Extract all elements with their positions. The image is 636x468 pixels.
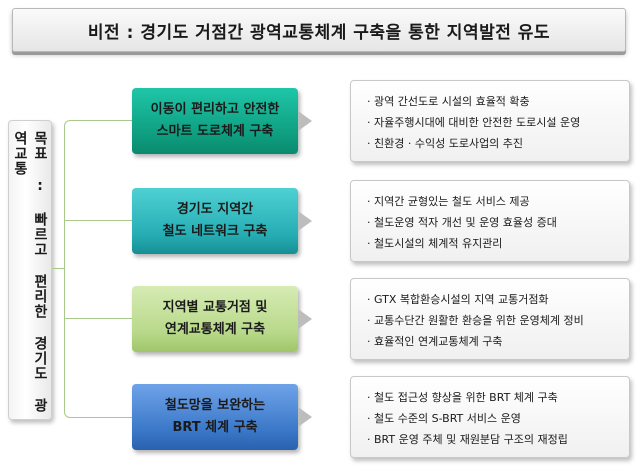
detail-item: 철도운영 적자 개선 및 운영 효율성 증대: [367, 212, 619, 233]
vision-text: 비전 : 경기도 거점간 광역교통체계 구축을 통한 지역발전 유도: [87, 22, 551, 43]
strategy-line1: 지역별 교통거점 및: [162, 300, 268, 315]
strategy-box-rail: 경기도 지역간 철도 네트워크 구축: [132, 188, 298, 254]
detail-box-brt: 철도 접근성 향상을 위한 BRT 체계 구축 철도 수준의 S-BRT 서비스…: [350, 376, 630, 458]
strategy-box-brt: 철도망을 보완하는 BRT 체계 구축: [132, 384, 298, 450]
strategy-line2: 철도 네트워크 구축: [162, 224, 268, 239]
arrow-right-icon: [298, 211, 312, 231]
arrow-right-icon: [298, 407, 312, 427]
goal-panel: 목표 : 빠르고 편리한 경기도 광역교통: [8, 120, 52, 420]
strategy-line2: 스마트 도로체계 구축: [156, 124, 274, 139]
connector-bracket: [64, 120, 133, 418]
detail-item: 철도 수준의 S-BRT 서비스 운영: [367, 408, 619, 429]
strategy-line2: BRT 체계 구축: [172, 420, 258, 435]
strategy-line2: 연계교통체계 구축: [164, 322, 266, 337]
arrow-right-icon: [298, 111, 312, 131]
detail-box-hub: GTX 복합환승시설의 지역 교통거점화 교통수단간 원활한 환승을 위한 운영…: [350, 278, 630, 360]
strategy-box-road: 이동이 편리하고 안전한 스마트 도로체계 구축: [132, 88, 298, 154]
detail-box-road: 광역 간선도로 시설의 효율적 확충 자율주행시대에 대비한 안전한 도로시설 …: [350, 80, 630, 162]
detail-item: BRT 운영 주체 및 재원분담 구조의 재정립: [367, 429, 619, 450]
connector-line-2: [64, 220, 132, 221]
detail-item: 철도 접근성 향상을 위한 BRT 체계 구축: [367, 387, 619, 408]
connector-line-3: [64, 318, 132, 319]
detail-box-rail: 지역간 균형있는 철도 서비스 제공 철도운영 적자 개선 및 운영 효율성 증…: [350, 180, 630, 262]
detail-item: 광역 간선도로 시설의 효율적 확충: [367, 91, 619, 112]
detail-item: 지역간 균형있는 철도 서비스 제공: [367, 191, 619, 212]
connector-goal-link: [52, 268, 64, 269]
strategy-line1: 철도망을 보완하는: [164, 398, 266, 413]
detail-item: 철도시설의 체계적 유지관리: [367, 233, 619, 254]
strategy-line1: 이동이 편리하고 안전한: [150, 102, 280, 117]
vision-banner: 비전 : 경기도 거점간 광역교통체계 구축을 통한 지역발전 유도: [12, 8, 626, 52]
goal-text: 목표 : 빠르고 편리한 경기도 광역교통: [12, 131, 48, 413]
detail-item: 친환경 · 수익성 도로사업의 추진: [367, 133, 619, 154]
detail-item: 효율적인 연계교통체계 구축: [367, 331, 619, 352]
strategy-line1: 경기도 지역간: [176, 202, 254, 217]
strategy-box-hub: 지역별 교통거점 및 연계교통체계 구축: [132, 286, 298, 352]
arrow-right-icon: [298, 309, 312, 329]
detail-item: GTX 복합환승시설의 지역 교통거점화: [367, 289, 619, 310]
detail-item: 교통수단간 원활한 환승을 위한 운영체계 정비: [367, 310, 619, 331]
detail-item: 자율주행시대에 대비한 안전한 도로시설 운영: [367, 112, 619, 133]
